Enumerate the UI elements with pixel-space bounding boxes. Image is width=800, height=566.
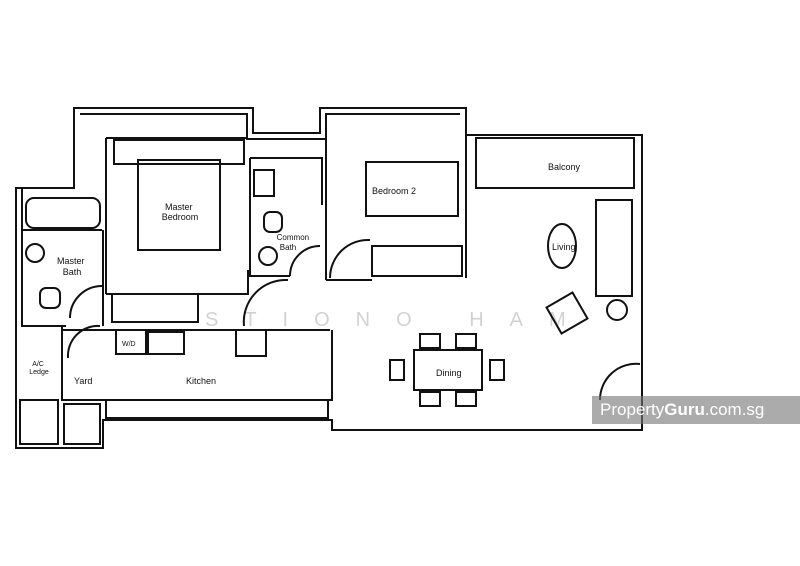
watermark-prefix: Property [600, 400, 665, 419]
kitchen-sink [147, 331, 185, 355]
label-master-bath-line2: Bath [63, 267, 82, 277]
side-table [606, 299, 628, 321]
label-yard: Yard [74, 376, 92, 386]
master-bath-toilet [39, 287, 61, 309]
label-dining: Dining [436, 368, 462, 378]
label-ac-ledge-line1: A/C [32, 361, 44, 368]
label-kitchen: Kitchen [186, 376, 216, 386]
kitchen-wall [61, 326, 333, 401]
ac-ledge-box [19, 399, 59, 445]
label-common-bath-line2: Bath [280, 243, 296, 252]
master-bath-wall [21, 188, 104, 327]
common-bath-wall [249, 157, 323, 277]
label-bedroom2: Bedroom 2 [372, 186, 416, 196]
dining-chair [419, 391, 441, 407]
living-table [547, 223, 577, 269]
master-bath-door [69, 285, 103, 319]
dining-chair [455, 391, 477, 407]
bedroom2-wall [325, 135, 467, 281]
label-master-bedroom-line2: Bedroom [162, 212, 199, 222]
watermark-domain: .com.sg [704, 400, 765, 419]
label-wd: W/D [122, 341, 136, 348]
inner-wall-line [80, 113, 460, 140]
svg-text:Common Bath: Common Bath [277, 233, 312, 252]
dining-chair [389, 359, 405, 381]
common-bath-basin [258, 246, 278, 266]
common-bath-toilet [263, 211, 283, 233]
dining-table [413, 349, 483, 391]
dining-chair [489, 359, 505, 381]
balcony-floor [475, 137, 635, 189]
bedroom2-door [328, 238, 371, 279]
label-common-bath-line1: Common [277, 233, 309, 242]
bedroom2-wardrobe [371, 245, 463, 277]
outer-wall [15, 107, 643, 449]
bathtub [25, 197, 101, 229]
label-ac-ledge-line2: Ledge [29, 369, 49, 376]
master-bath-basin [25, 243, 45, 263]
dining-chair [455, 333, 477, 349]
label-master-bedroom-line1: Master [165, 202, 193, 212]
svg-text:Master Bath: Master Bath [57, 256, 87, 277]
label-balcony: Balcony [548, 162, 581, 172]
armchair [545, 291, 589, 335]
bedroom2-bed [365, 161, 459, 217]
master-wardrobe [111, 293, 199, 323]
master-bed [137, 159, 221, 251]
master-bedroom-door [242, 278, 289, 327]
label-living: Living [552, 242, 576, 252]
ac-ledge-box-2 [63, 403, 101, 445]
kitchen-stove [235, 329, 267, 357]
shower [253, 169, 275, 197]
yard-door [66, 324, 101, 359]
watermark-bold: Guru [664, 400, 705, 419]
svg-text:A/C Ledge: A/C Ledge [29, 361, 49, 376]
master-headboard [113, 139, 245, 165]
dining-chair [419, 333, 441, 349]
propertyguru-watermark: PropertyGuru.com.sg [592, 396, 800, 424]
label-master-bath-line1: Master [57, 256, 85, 266]
svg-text:Master Bedroom: Master Bedroom [162, 202, 199, 222]
entrance-door [598, 362, 641, 401]
common-bath-door [289, 245, 321, 277]
sofa [595, 199, 633, 297]
kitchen-counter [105, 399, 329, 419]
washer-dryer [115, 329, 147, 355]
faint-watermark-text: STIONO HAM [205, 309, 592, 331]
